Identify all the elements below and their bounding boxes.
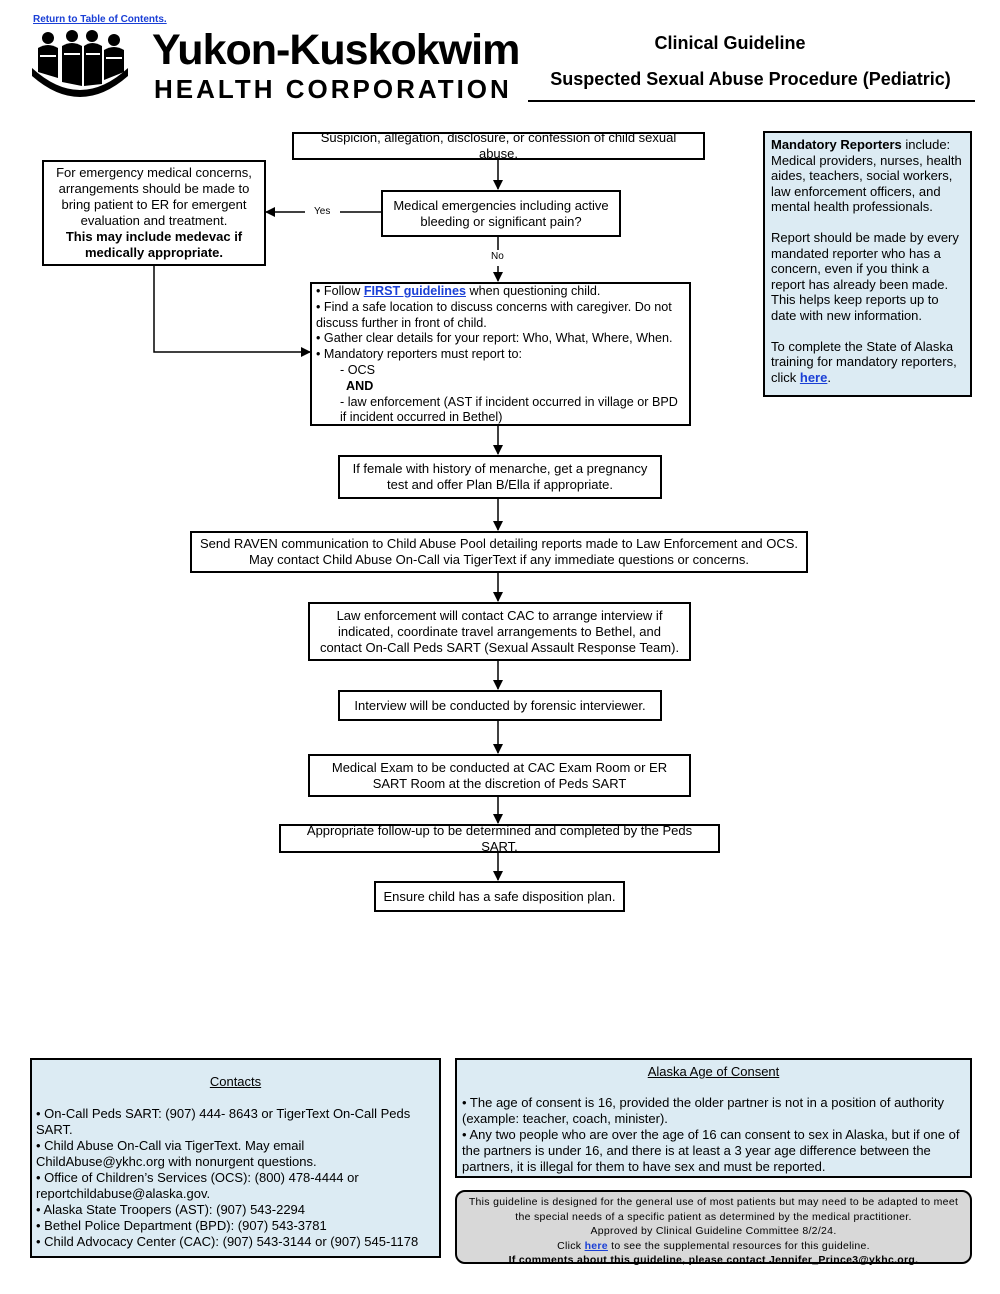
age-of-consent-panel: Alaska Age of Consent • The age of conse… [455, 1058, 972, 1178]
raven-box: Send RAVEN communication to Child Abuse … [190, 531, 808, 573]
contact-item: • On-Call Peds SART: (907) 444- 8643 or … [36, 1106, 411, 1137]
contact-item: • Office of Children’s Services (OCS): (… [36, 1170, 359, 1201]
emergency-action-bold: This may include medevac if medically ap… [65, 229, 243, 260]
disclaimer-contact: If comments about this guideline, please… [508, 1254, 919, 1266]
contact-item: • Child Advocacy Center (CAC): (907) 543… [36, 1234, 419, 1249]
ykhc-logo-icon [30, 28, 130, 102]
step-ocs: - OCS [340, 362, 375, 377]
contact-item: • Child Abuse On-Call via TigerText. May… [36, 1138, 317, 1169]
disclaimer-panel: This guideline is designed for the gener… [455, 1190, 972, 1266]
law-enforcement-box: Law enforcement will contact CAC to arra… [308, 602, 691, 661]
consent-item: • The age of consent is 16, provided the… [462, 1095, 944, 1126]
mandatory-p3: To complete the State of Alaska training… [771, 338, 957, 385]
start-box: Suspicion, allegation, disclosure, or co… [292, 130, 705, 161]
mandatory-p2: Report should be made by every mandated … [771, 229, 959, 323]
mandatory-heading: Mandatory Reporters [771, 137, 902, 152]
contacts-title: Contacts [209, 1074, 262, 1089]
first-guidelines-link[interactable]: FIRST guidelines [363, 284, 466, 298]
step-safe-location: • Find a safe location to discuss concer… [316, 299, 672, 330]
supplemental-resources-link[interactable]: here [584, 1239, 608, 1252]
step-first-guidelines: • Follow FIRST guidelines when questioni… [316, 284, 601, 298]
step-gather-details: • Gather clear details for your report: … [316, 331, 673, 346]
emergency-action-box: For emergency medical concerns, arrangem… [42, 160, 266, 266]
disclaimer-line2: Approved by Clinical Guideline Committee… [590, 1225, 837, 1237]
mandatory-p1: Mandatory Reporters include: Medical pro… [771, 137, 962, 215]
page-title: Clinical Guideline [654, 33, 806, 53]
logo-subtitle: HEALTH CORPORATION [154, 74, 512, 104]
contacts-panel: Contacts • On-Call Peds SART: (907) 444-… [30, 1058, 441, 1258]
consent-title: Alaska Age of Consent [647, 1064, 780, 1079]
logo-name: Yukon-Kuskokwim [152, 26, 520, 74]
initial-steps-box: • Follow FIRST guidelines when questioni… [310, 282, 691, 426]
return-to-toc-link[interactable]: Return to Table of Contents. [33, 14, 167, 25]
disclaimer-line3: Click here to see the supplemental resou… [557, 1239, 870, 1252]
page-subtitle: Suspected Sexual Abuse Procedure (Pediat… [550, 69, 951, 89]
followup-box: Appropriate follow-up to be determined a… [279, 823, 720, 854]
training-link[interactable]: here [799, 369, 828, 385]
disclaimer-line1: This guideline is designed for the gener… [468, 1196, 959, 1223]
yes-label: Yes [314, 206, 331, 217]
emergency-question-box: Medical emergencies including active ble… [381, 190, 621, 237]
emergency-action-text: For emergency medical concerns, arrangem… [56, 165, 252, 228]
contact-item: • Alaska State Troopers (AST): (907) 543… [36, 1202, 306, 1217]
exam-box: Medical Exam to be conducted at CAC Exam… [308, 754, 691, 797]
step-and: AND [346, 378, 374, 393]
pregnancy-box: If female with history of menarche, get … [338, 455, 662, 499]
consent-item: • Any two people who are over the age of… [462, 1127, 960, 1174]
disposition-box: Ensure child has a safe disposition plan… [374, 881, 625, 912]
mandatory-reporters-panel: Mandatory Reporters include: Medical pro… [763, 131, 972, 397]
step-law-enforcement: - law enforcement (AST if incident occur… [340, 394, 678, 425]
header-divider [528, 100, 975, 102]
step-mandatory-report: • Mandatory reporters must report to: [316, 347, 522, 362]
contact-item: • Bethel Police Department (BPD): (907) … [36, 1218, 327, 1233]
interview-box: Interview will be conducted by forensic … [338, 690, 662, 721]
no-label: No [491, 251, 504, 262]
